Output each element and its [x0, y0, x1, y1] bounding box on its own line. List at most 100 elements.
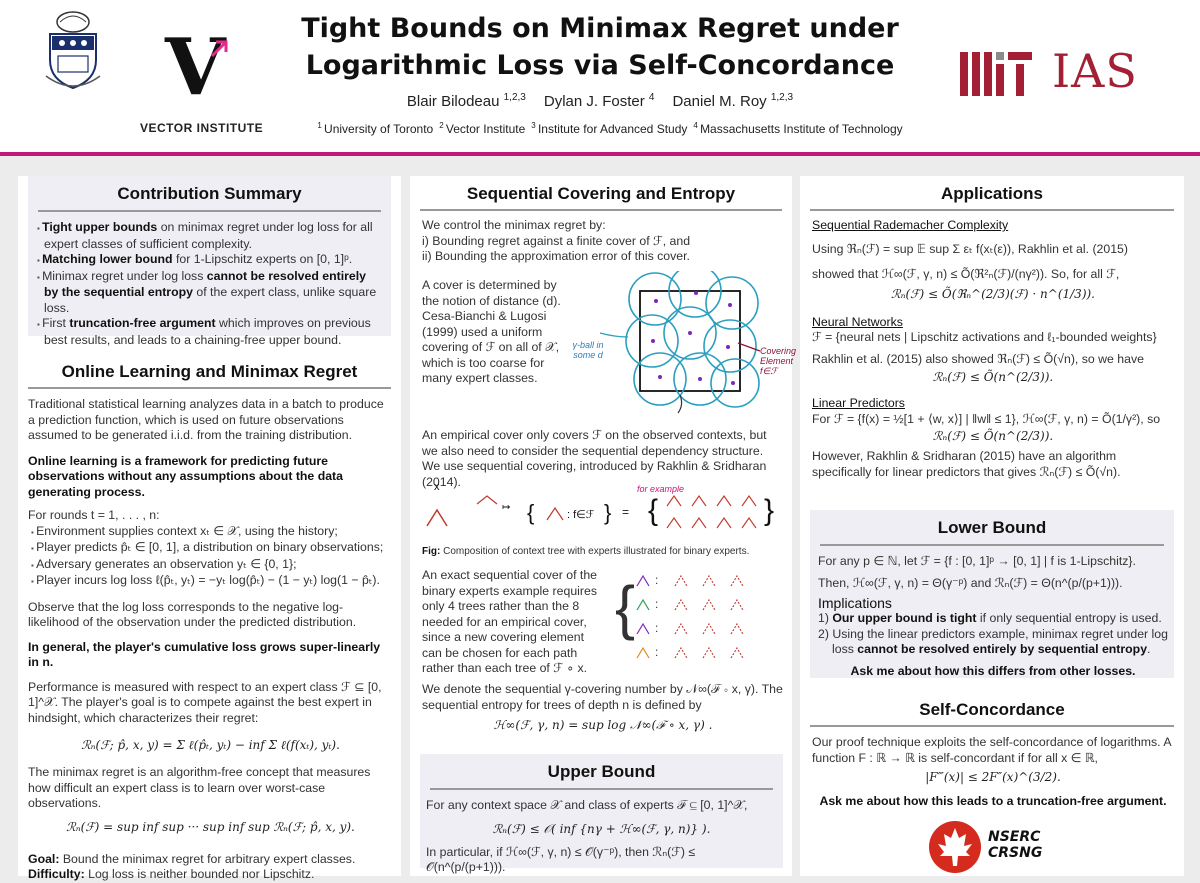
column-middle: Sequential Covering and Entropy We contr…	[410, 176, 796, 876]
title-line-2: Logarithmic Loss via Self-Concordance	[305, 50, 895, 81]
column-left: Contribution Summary Tight upper bounds …	[18, 176, 401, 881]
applications-rule	[810, 209, 1174, 211]
contribution-item: First truncation-free argument which imp…	[34, 316, 383, 348]
self-concordance-equation: |F‴(x)| ≤ 2F″(x)^(3/2).	[925, 770, 1061, 784]
implication-1-bold: Our upper bound is tight	[832, 611, 977, 625]
online-step: Player incurs log loss ℓ(p̂ₜ, yₜ) = −yₜ …	[28, 573, 393, 590]
upper-bound-heading: Upper Bound	[547, 762, 656, 781]
online-para-framework: Online learning is a framework for predi…	[28, 453, 343, 499]
nserc-line-2: CRSNG	[988, 845, 1043, 861]
svg-text:↦: ↦	[502, 502, 510, 513]
lower-bound-ask: Ask me about how this differs from other…	[850, 663, 1136, 678]
upper-bound-box: Upper Bound For any context space 𝒳 and …	[420, 754, 783, 874]
affiliation: 4 Massachusetts Institute of Technology	[693, 121, 903, 136]
contribution-item: Matching lower bound for 1-Lipschitz exp…	[34, 252, 383, 269]
neural-equation: ℛₙ(ℱ) ≤ Õ(n^(2/3)).	[932, 370, 1054, 384]
fig-covering-element-label: Covering Element f∈ℱ	[760, 346, 797, 376]
self-concordance-ask: Ask me about how this leads to a truncat…	[819, 794, 1167, 808]
author-affiliation-sup: 4	[648, 92, 655, 103]
online-steps: Environment supplies context xₜ ∈ 𝒳, usi…	[28, 524, 393, 590]
online-para-loglik: Observe that the log loss corresponds to…	[28, 599, 357, 630]
covering-para-empirical: An empirical cover only covers ℱ on the …	[422, 428, 767, 489]
svg-text:for example: for example	[637, 484, 684, 494]
rademacher-title: Sequential Rademacher Complexity	[812, 218, 1009, 232]
online-step: Adversary generates an observation yₜ ∈ …	[28, 557, 393, 574]
online-rounds: For rounds t = 1, . . . , n:	[28, 508, 160, 522]
goal-label: Goal:	[28, 851, 60, 866]
rademacher-para-2: showed that ℋ∞(ℱ, γ, n) ≤ Õ(ℜ²ₙ(ℱ)/(nγ²)…	[812, 267, 1120, 281]
contribution-rule	[38, 210, 381, 212]
university-of-toronto-crest-icon	[45, 11, 101, 90]
covering-intro: We control the minimax regret by:	[422, 218, 606, 232]
contribution-box: Contribution Summary Tight upper bounds …	[28, 176, 391, 347]
vector-institute-label: VECTOR INSTITUTE	[140, 121, 264, 135]
self-concordance-heading: Self-Concordance	[919, 700, 1065, 719]
lower-bound-para-2: Then, ℋ∞(ℱ, γ, n) = Θ(γ⁻ᵖ) and ℛₙ(ℱ) = Θ…	[818, 575, 1123, 590]
neural-title: Neural Networks	[812, 314, 903, 329]
column-right: Applications Sequential Rademacher Compl…	[800, 176, 1184, 876]
online-step: Player predicts p̂ₜ ∈ [0, 1], a distribu…	[28, 540, 393, 557]
difficulty-label: Difficulty:	[28, 867, 85, 881]
fig-caption: Composition of context tree with experts…	[440, 546, 750, 557]
affiliation: 1 University of Toronto	[317, 121, 434, 136]
svg-text:{: {	[648, 494, 658, 527]
neural-para-2: Rakhlin et al. (2015) also showed ℜₙ(ℱ) …	[812, 351, 1144, 366]
covering-para-exact: An exact sequential cover of the binary …	[422, 568, 597, 675]
fig-gamma-ball-label: γ-ball in some d	[572, 340, 604, 360]
rademacher-para-1: Using ℜₙ(ℱ) = sup 𝔼 sup Σ εₜ f(xₜ(ε)), R…	[812, 241, 1128, 256]
online-heading: Online Learning and Minimax Regret	[61, 362, 358, 381]
online-body: Traditional statistical learning analyze…	[28, 397, 393, 883]
contribution-list: Tight upper bounds on minimax regret und…	[28, 212, 391, 348]
online-para-regret: Performance is measured with respect to …	[28, 679, 382, 725]
nserc-logo-text: NSERC CRSNG	[988, 829, 1042, 861]
upper-bound-para: For any context space 𝒳 and class of exp…	[426, 798, 748, 812]
svg-text::: :	[655, 573, 658, 587]
entropy-equation: ℋ∞(ℱ, γ, n) = sup log 𝒩∞(ℱ ∘ x, γ) .	[493, 718, 713, 732]
title-line-1: Tight Bounds on Minimax Regret under	[301, 13, 899, 44]
self-concordance-rule	[810, 725, 1174, 727]
online-para-superlinear: In general, the player's cumulative loss…	[28, 639, 381, 670]
mit-logo-icon	[960, 52, 1032, 96]
regret-equation: ℛₙ(ℱ; p̂, x, y) = Σ ℓ(p̂ₜ, yₜ) − inf Σ ℓ…	[81, 738, 340, 752]
ias-logo-text: IAS	[1052, 44, 1138, 98]
online-rule	[28, 387, 391, 389]
online-para-batch: Traditional statistical learning analyze…	[28, 397, 384, 442]
implication-1-text: if only sequential entropy is used.	[976, 611, 1162, 625]
vector-institute-logo-icon: V	[165, 22, 226, 113]
covering-step-ii: ii) Bounding the approximation error of …	[422, 249, 690, 263]
implication-2-pre: Using the linear predictors example, min…	[832, 626, 1168, 657]
author-affiliation-sup: 1,2,3	[770, 92, 794, 103]
nserc-line-1: NSERC	[988, 829, 1041, 845]
applications-heading: Applications	[940, 184, 1043, 203]
contribution-heading: Contribution Summary	[117, 184, 302, 203]
lower-bound-heading: Lower Bound	[937, 518, 1047, 537]
linear-title: Linear Predictors	[812, 396, 905, 410]
poster-header: V VECTOR INSTITUTE Tight Bounds on Minim…	[0, 0, 1200, 152]
author-name: Blair Bilodeau 1,2,3	[406, 92, 526, 110]
implication-2-bold: cannot be resolved entirely by sequentia…	[857, 642, 1148, 656]
svg-text:: f∈ℱ: : f∈ℱ	[567, 509, 595, 521]
svg-text:{: {	[527, 500, 534, 525]
covering-para-number: We denote the sequential γ-covering numb…	[422, 682, 783, 712]
covering-rule	[420, 209, 782, 211]
covering-figure	[599, 271, 761, 414]
covering-heading: Sequential Covering and Entropy	[466, 184, 736, 203]
minimax-equation: ℛₙ(ℱ) = sup inf sup ··· sup inf sup ℛₙ(ℱ…	[66, 819, 355, 834]
lower-bound-para-1: For any p ∈ ℕ, let ℱ = {f : [0, 1]ᵖ → [0…	[818, 554, 1136, 568]
header-rule	[0, 152, 1200, 156]
self-concordance-para: Our proof technique exploits the self-co…	[812, 735, 1171, 765]
svg-text:=: =	[622, 505, 629, 519]
svg-text:}: }	[764, 494, 774, 527]
vector-arrow-icon	[210, 40, 228, 58]
covering-step-i: i) Bounding regret against a finite cove…	[422, 233, 691, 248]
author-affiliation-sup: 1,2,3	[503, 92, 526, 103]
upper-bound-rule	[430, 788, 773, 790]
fig-caption-label: Fig:	[422, 546, 441, 557]
online-para-minimax: The minimax regret is an algorithm-free …	[28, 765, 371, 810]
author-name: Dylan J. Foster 4	[543, 92, 655, 110]
linear-equation: ℛₙ(ℱ) ≤ Õ(n^(2/3)).	[932, 429, 1054, 443]
poster-title: Tight Bounds on Minimax Regret under Log…	[270, 10, 930, 84]
contribution-item: Minimax regret under log loss cannot be …	[34, 269, 383, 317]
